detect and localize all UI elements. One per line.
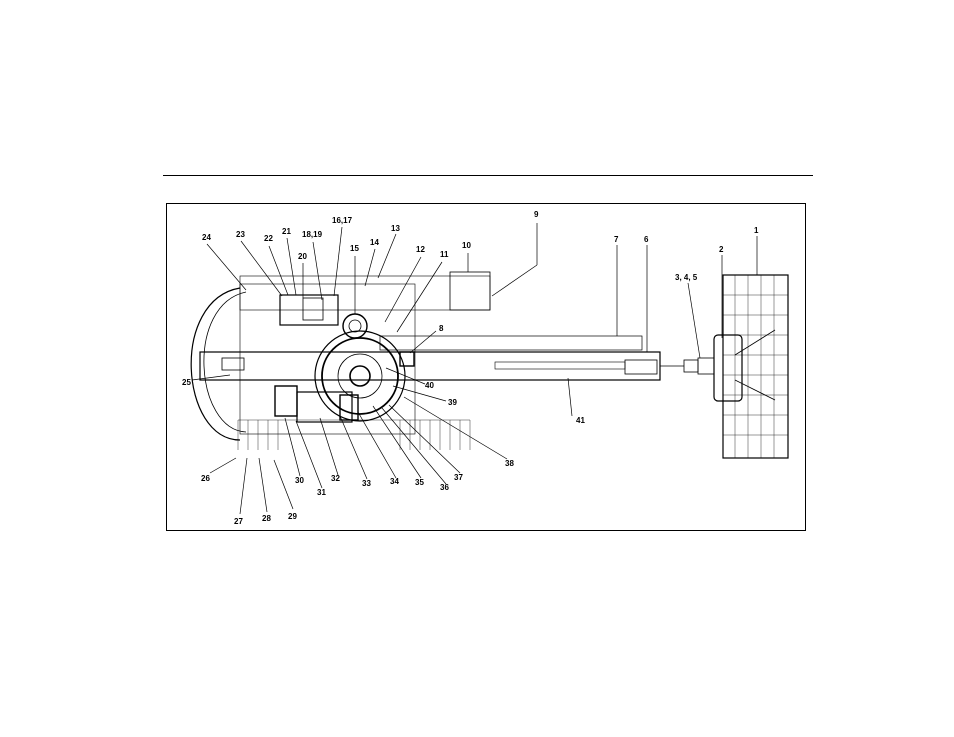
platform-rotator	[714, 335, 742, 401]
callout-15: 15	[350, 244, 359, 253]
callout-3-4-5: 3, 4, 5	[675, 273, 698, 282]
platform	[723, 275, 788, 458]
callout-8: 8	[439, 324, 444, 333]
callout-31: 31	[317, 488, 326, 497]
turntable	[240, 284, 415, 434]
callout-33: 33	[362, 479, 371, 488]
callout-26: 26	[201, 474, 210, 483]
callout-18-19: 18,19	[302, 230, 323, 239]
callout-7: 7	[614, 235, 619, 244]
callout-labels: 1 2 3, 4, 5 6 7 8 9 10 11 12 13 14 15 16…	[182, 210, 759, 526]
ground-tread	[238, 420, 470, 450]
callout-40: 40	[425, 381, 434, 390]
callout-36: 36	[440, 483, 449, 492]
callout-14: 14	[370, 238, 379, 247]
callout-23: 23	[236, 230, 245, 239]
callout-1: 1	[754, 226, 759, 235]
callout-37: 37	[454, 473, 463, 482]
callout-32: 32	[331, 474, 340, 483]
callout-30: 30	[295, 476, 304, 485]
callout-6: 6	[644, 235, 649, 244]
callout-24: 24	[202, 233, 211, 242]
callout-21: 21	[282, 227, 291, 236]
diagram-drawing	[191, 272, 788, 458]
callout-39: 39	[448, 398, 457, 407]
callout-25: 25	[182, 378, 191, 387]
callout-22: 22	[264, 234, 273, 243]
leader-lines	[192, 223, 757, 514]
platform-grid	[723, 275, 788, 458]
callout-11: 11	[440, 250, 449, 259]
callout-41: 41	[576, 416, 585, 425]
jib-link	[698, 358, 714, 374]
callout-2: 2	[719, 245, 724, 254]
counterweight	[191, 288, 240, 440]
callout-16-17: 16,17	[332, 216, 353, 225]
callout-38: 38	[505, 459, 514, 468]
callout-20: 20	[298, 252, 307, 261]
callout-34: 34	[390, 477, 399, 486]
callout-27: 27	[234, 517, 243, 526]
callout-13: 13	[391, 224, 400, 233]
callout-9: 9	[534, 210, 539, 219]
callout-10: 10	[462, 241, 471, 250]
callout-35: 35	[415, 478, 424, 487]
callout-28: 28	[262, 514, 271, 523]
upper-boom	[380, 336, 642, 350]
callout-29: 29	[288, 512, 297, 521]
boom	[200, 352, 660, 380]
pump	[275, 386, 297, 416]
callout-12: 12	[416, 245, 425, 254]
